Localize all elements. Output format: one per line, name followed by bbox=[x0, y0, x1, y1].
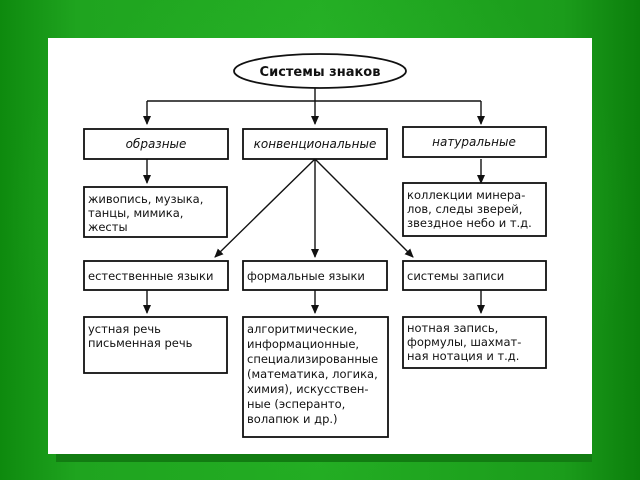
natural-languages-example-line: письменная речь bbox=[88, 336, 193, 350]
box-conventional bbox=[242, 128, 388, 160]
figurative-label: образные bbox=[126, 137, 187, 151]
arrow-conventional-natural-languages bbox=[214, 158, 316, 258]
box-natural-examples bbox=[402, 182, 547, 237]
natural-languages-example-line: устная речь bbox=[88, 322, 161, 336]
box-figurative bbox=[83, 128, 229, 160]
notation-example-line: ная нотация и т.д. bbox=[407, 349, 519, 363]
arrow-conventional-notation bbox=[314, 158, 414, 258]
conventional-label: конвенциональные bbox=[254, 137, 377, 151]
box-figurative-examples bbox=[83, 186, 228, 238]
box-notation-systems bbox=[402, 260, 547, 291]
formal-languages-example-line: информационные, bbox=[247, 337, 359, 351]
formal-languages-example-line: алгоритмические, bbox=[247, 322, 357, 336]
root-ellipse bbox=[233, 53, 407, 89]
natural-example-line: коллекции минера- bbox=[407, 188, 525, 202]
box-natural-languages-examples bbox=[83, 316, 228, 374]
formal-languages-example-line: ные (эсперанто, bbox=[247, 397, 345, 411]
box-natural bbox=[402, 126, 547, 158]
formal-languages-example-line: волапюк и др.) bbox=[247, 412, 338, 426]
slide-shadow bbox=[56, 454, 592, 462]
natural-label: натуральные bbox=[432, 135, 516, 149]
figurative-example-line: жесты bbox=[88, 220, 128, 234]
notation-example-line: нотная запись, bbox=[407, 321, 498, 335]
formal-languages-example-line: химия), искусствен- bbox=[247, 382, 369, 396]
box-formal-languages bbox=[242, 260, 388, 291]
natural-example-line: лов, следы зверей, bbox=[407, 202, 522, 216]
natural-languages-label: естественные языки bbox=[88, 269, 213, 283]
formal-languages-example-line: специализированные bbox=[247, 352, 378, 366]
box-formal-languages-examples bbox=[242, 316, 389, 438]
box-notation-examples bbox=[402, 316, 547, 369]
figurative-example-line: живопись, музыка, bbox=[88, 192, 203, 206]
formal-languages-label: формальные языки bbox=[247, 269, 365, 283]
natural-example-line: звездное небо и т.д. bbox=[407, 216, 532, 230]
notation-systems-label: системы записи bbox=[407, 269, 504, 283]
box-natural-languages bbox=[83, 260, 229, 291]
connectors bbox=[143, 87, 485, 314]
root-label: Системы знаков bbox=[260, 65, 381, 80]
figurative-example-line: танцы, мимика, bbox=[88, 206, 183, 220]
notation-example-line: формулы, шахмат- bbox=[407, 335, 521, 349]
formal-languages-example-line: (математика, логика, bbox=[247, 367, 378, 381]
